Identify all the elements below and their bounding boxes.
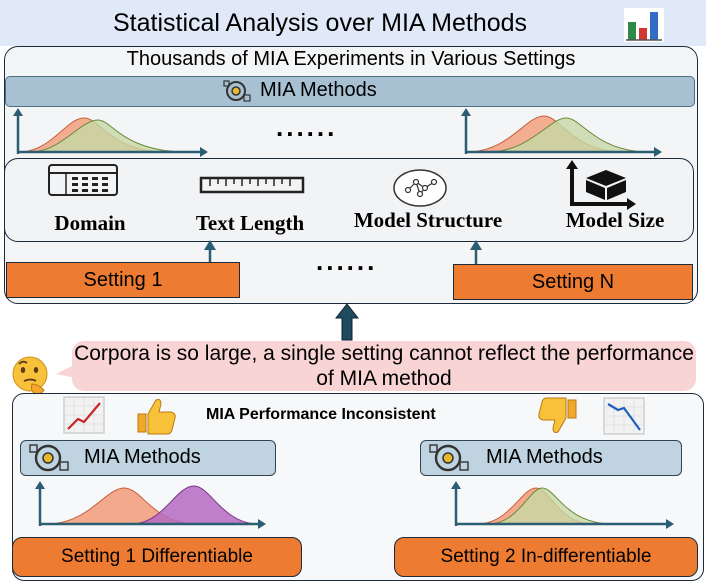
title-bar — [0, 0, 706, 46]
experiments-subtitle: Thousands of MIA Experiments in Various … — [126, 48, 576, 70]
arrow-settingn-up — [470, 240, 482, 264]
distribution-plot-right — [451, 481, 674, 529]
setting-dimensions-box — [4, 158, 694, 242]
settings-ellipsis: ...... — [316, 246, 378, 276]
thinking-face-icon — [12, 356, 48, 395]
bar-chart-icon — [624, 8, 664, 42]
ruler-icon — [199, 176, 305, 194]
dimension-text-length-label: Text Length — [195, 211, 305, 235]
arrow-setting1-up — [204, 240, 216, 264]
right-methods-gear-icon — [429, 444, 469, 472]
thought-bubble — [72, 341, 696, 391]
big-up-arrow — [334, 303, 360, 341]
trend-up-chart-icon — [63, 396, 105, 434]
distribution-plot-top-right — [461, 108, 662, 157]
table-icon — [48, 164, 118, 196]
mia-methods-bar — [5, 76, 695, 107]
methods-gear-icon — [223, 80, 251, 102]
thought-bubble-text: Corpora is so large, a single setting ca… — [74, 342, 694, 390]
left-methods-gear-icon — [29, 444, 69, 472]
dimension-model-structure-label: Model Structure — [353, 208, 503, 232]
inconsistency-heading: MIA Performance Inconsistent — [206, 406, 436, 423]
setting-1-box: Setting 1 — [6, 262, 240, 298]
setting-1-differentiable-box: Setting 1 Differentiable — [12, 537, 302, 577]
distribution-plot-top-left — [13, 108, 208, 157]
box-size-icon — [566, 160, 636, 210]
methods-ellipsis: ...... — [276, 112, 338, 142]
right-mia-methods-label: MIA Methods — [486, 446, 603, 468]
page-title: Statistical Analysis over MIA Methods — [112, 9, 528, 37]
bubble-tail — [56, 364, 76, 378]
setting-n-box: Setting N — [453, 264, 693, 300]
mia-methods-label: MIA Methods — [260, 79, 377, 101]
setting-2-in-differentiable-box: Setting 2 In-differentiable — [394, 537, 698, 577]
left-mia-methods-label: MIA Methods — [84, 446, 201, 468]
network-icon — [393, 169, 447, 207]
distribution-plot-left — [35, 481, 266, 529]
right-mia-methods-box — [420, 440, 682, 476]
thumbs-up-icon — [137, 399, 176, 435]
dimension-domain-label: Domain — [54, 211, 126, 235]
dimension-model-size-label: Model Size — [565, 208, 665, 232]
thumbs-down-icon — [538, 397, 577, 433]
trend-down-chart-icon — [603, 397, 645, 435]
